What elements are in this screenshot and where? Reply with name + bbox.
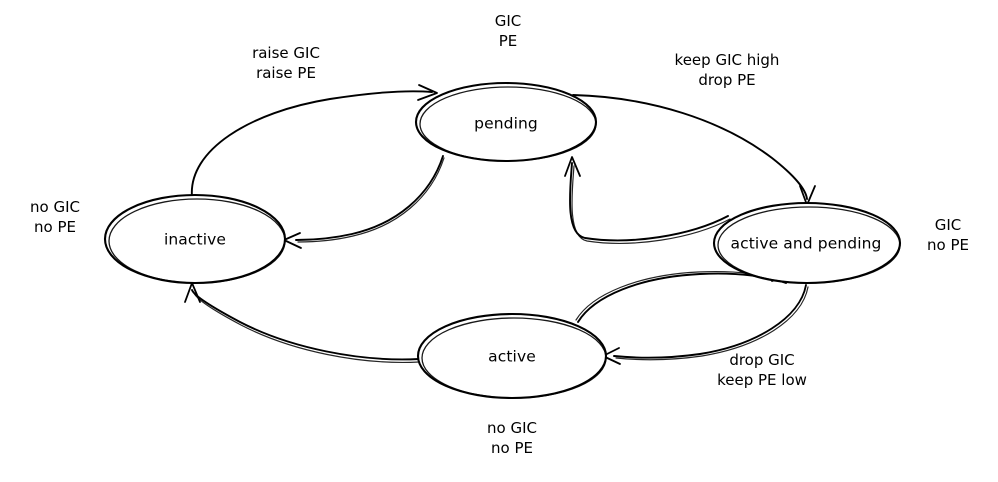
edge-pending-to-active-and-pending — [572, 94, 816, 206]
node-active-and-pending[interactable]: active and pending — [712, 201, 902, 285]
arrowhead-icon — [564, 156, 581, 177]
node-active[interactable]: active — [416, 312, 608, 400]
node-label-inactive: inactive — [164, 231, 226, 249]
edge-active-and-pending-to-pending — [564, 156, 731, 244]
edge-inactive-to-pending — [191, 84, 438, 198]
arrowhead-icon — [417, 84, 438, 101]
edge-active-to-inactive — [184, 282, 420, 363]
node-label-active-and-pending: active and pending — [731, 235, 882, 253]
node-label-active: active — [488, 348, 536, 366]
node-label-pending: pending — [474, 115, 538, 133]
node-pending[interactable]: pending — [414, 81, 598, 163]
edge-pending-to-inactive — [283, 155, 445, 249]
node-inactive[interactable]: inactive — [103, 193, 287, 285]
